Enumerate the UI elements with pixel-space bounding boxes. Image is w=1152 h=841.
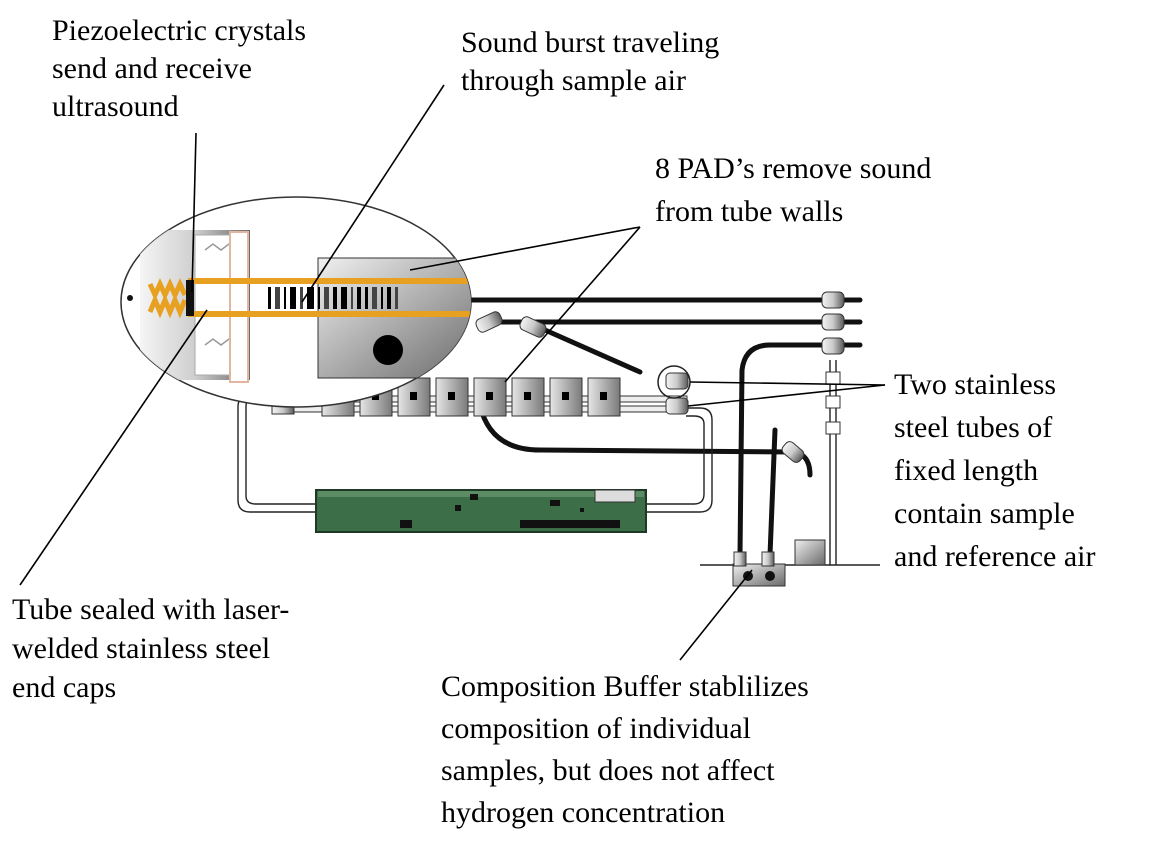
label-line: Sound burst traveling: [461, 26, 719, 59]
sound-burst-bar: [357, 287, 361, 309]
label-line: Composition Buffer stablilizes: [441, 670, 809, 703]
callout-buffer: [679, 569, 753, 661]
sound-burst-bar: [268, 287, 271, 309]
label-line: send and receive: [52, 52, 252, 85]
label-line: end caps: [12, 671, 116, 704]
pad-dot: [410, 392, 417, 400]
sound-burst-bar: [387, 287, 391, 309]
sound-burst-bar: [341, 287, 347, 309]
sound-burst-bar: [333, 287, 337, 309]
sound-burst: [268, 287, 398, 309]
label-line: Tube sealed with laser-: [12, 593, 289, 626]
label-line: samples, but does not affect: [441, 754, 775, 787]
piezo-spring: [147, 277, 188, 319]
callout-pads-upper: [409, 226, 641, 271]
label-steel-tubes: Two stainless steel tubes of fixed lengt…: [894, 368, 1096, 573]
label-line: ultrasound: [52, 90, 179, 123]
composition-buffer: [732, 539, 826, 587]
label-line: fixed length: [894, 454, 1038, 487]
sound-burst-bar: [324, 287, 329, 309]
label-piezo: Piezoelectric crystals send and receive …: [52, 14, 314, 123]
callout-tube-sealed: [19, 309, 208, 586]
label-line: Piezoelectric crystals: [52, 14, 306, 47]
label-line: hydrogen concentration: [441, 796, 725, 829]
cable-right-drop: [767, 427, 778, 558]
sound-burst-bar: [275, 287, 280, 309]
cable-loop: [477, 402, 813, 478]
sound-burst-bar: [395, 287, 398, 309]
label-line: composition of individual: [441, 712, 751, 745]
callout-sound-burst: [301, 84, 445, 303]
sound-burst-bar: [300, 287, 303, 309]
sound-burst-bar: [372, 287, 377, 309]
pad-dot: [600, 392, 607, 400]
callout-tubes-upper: [689, 381, 886, 386]
magnified-view: [120, 196, 472, 408]
label-line: steel tubes of: [894, 411, 1052, 444]
sound-burst-bar: [318, 287, 320, 309]
sound-burst-bar: [365, 287, 368, 309]
label-line: and reference air: [894, 540, 1096, 573]
label-line: 8 PAD’s remove sound: [655, 152, 931, 185]
sound-burst-bar: [290, 287, 296, 309]
piezo-crystal: [186, 280, 194, 316]
cable-to-buffer: [737, 342, 863, 558]
orange-tube-bottom: [188, 311, 471, 317]
orange-tube-top: [188, 278, 471, 284]
label-line: Two stainless: [894, 368, 1056, 401]
cable-lower: [542, 327, 643, 375]
label-tube-sealed: Tube sealed with laser- welded stainless…: [12, 593, 297, 704]
label-line: welded stainless steel: [12, 632, 270, 665]
pad-dot: [524, 392, 531, 400]
pad-dot: [448, 392, 455, 400]
label-pads: 8 PAD’s remove sound from tube walls: [655, 152, 939, 228]
callout-lines: [19, 84, 886, 661]
sound-burst-bar: [381, 287, 383, 309]
pad-dot: [486, 392, 493, 400]
callout-tubes-lower: [687, 384, 886, 407]
circuit-board: [315, 489, 647, 533]
callout-pads-lower: [504, 226, 641, 383]
label-line: contain sample: [894, 497, 1075, 530]
label-buffer: Composition Buffer stablilizes compositi…: [441, 670, 816, 829]
sound-burst-bar: [307, 287, 314, 309]
pad-row: [271, 365, 691, 417]
sound-burst-bar: [284, 287, 286, 309]
label-line: from tube walls: [655, 195, 843, 228]
pad-dot: [562, 392, 569, 400]
label-line: through sample air: [461, 64, 686, 97]
label-sound-burst: Sound burst traveling through sample air: [461, 26, 727, 97]
callout-piezo: [191, 132, 197, 293]
sound-burst-bar: [351, 287, 353, 309]
